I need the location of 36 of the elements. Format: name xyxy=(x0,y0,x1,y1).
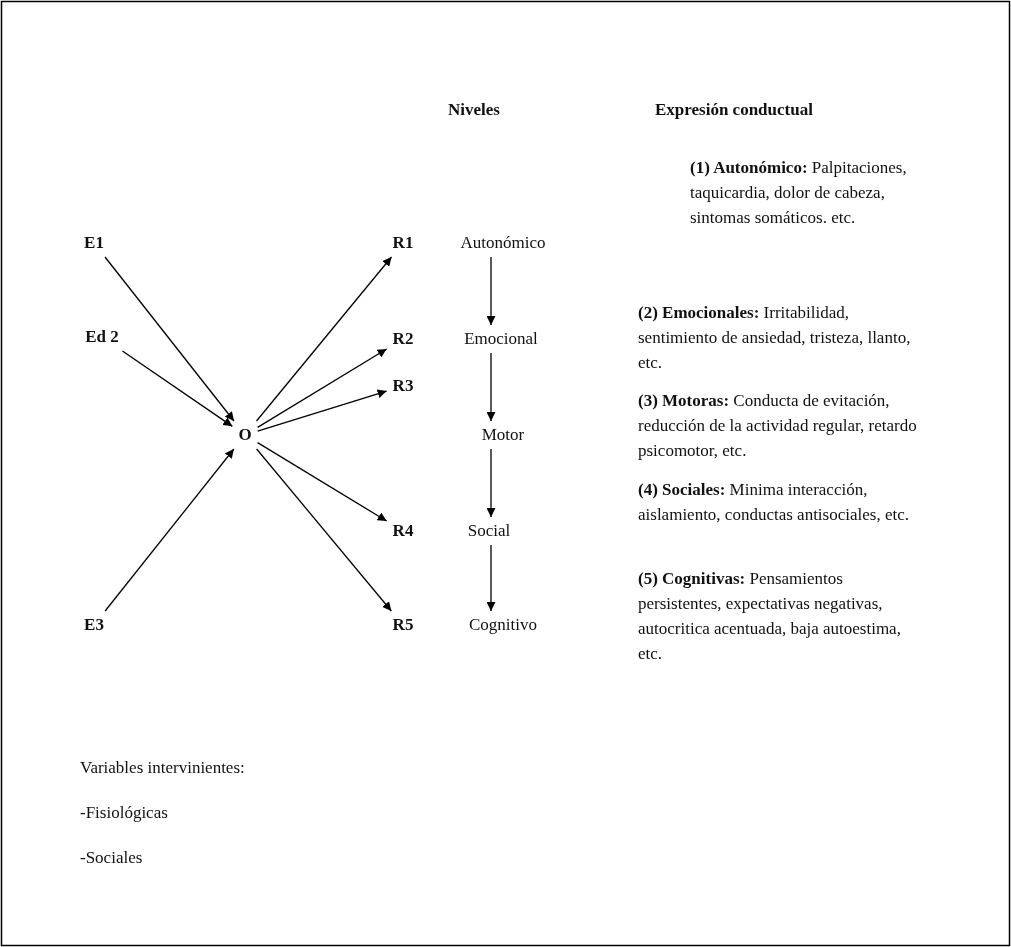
stimulus-label: Ed 2 xyxy=(79,323,125,351)
arrow xyxy=(256,348,388,428)
note-text: Variables intervinientes: xyxy=(80,757,245,779)
column-heading: Expresión conductual xyxy=(655,99,813,121)
arrow xyxy=(104,256,235,422)
note-text: -Fisiológicas xyxy=(80,802,168,824)
response-label: R5 xyxy=(386,611,420,639)
response-label: R2 xyxy=(386,325,420,353)
level-label: Social xyxy=(461,517,517,545)
level-label: Emocional xyxy=(458,325,544,353)
arrow xyxy=(121,350,234,427)
arrow xyxy=(486,352,496,422)
response-label: R4 xyxy=(386,517,420,545)
note-text: -Sociales xyxy=(80,847,143,869)
arrow xyxy=(486,544,496,612)
stimulus-label: E1 xyxy=(78,229,110,257)
description-paragraph: (2) Emocionales: Irritabilidad, sentimiento de ansiedad, tristeza, llanto, etc. xyxy=(638,302,912,374)
level-label: Autonómico xyxy=(454,229,552,257)
response-label: R3 xyxy=(386,372,420,400)
arrow xyxy=(256,389,388,432)
arrow xyxy=(256,448,392,612)
level-label: Motor xyxy=(475,421,531,449)
description-paragraph: (5) Cognitivas: Pensamientos persistentes, expectativas negativas, autocritica acentuada, baja autoestima, etc. xyxy=(638,568,902,665)
arrow xyxy=(255,256,393,422)
description-paragraph: (1) Autonómico: Palpitaciones, taquicardia, dolor de cabeza, sintomas somáticos. etc. xyxy=(689,157,908,229)
description-paragraph: (4) Sociales: Minima interacción, aislamiento, conductas antisociales, etc. xyxy=(638,479,910,526)
arrow xyxy=(486,448,496,518)
description-paragraph: (3) Motoras: Conducta de evitación, reducción de la actividad regular, retardo psicomotor, etc. xyxy=(638,390,918,462)
organism-label: O xyxy=(232,421,258,449)
level-label: Cognitivo xyxy=(463,611,543,639)
response-label: R1 xyxy=(386,229,420,257)
stimulus-label: E3 xyxy=(78,611,110,639)
arrow xyxy=(486,256,496,326)
arrow xyxy=(104,448,235,612)
arrow xyxy=(256,442,388,522)
column-heading: Niveles xyxy=(448,99,500,121)
